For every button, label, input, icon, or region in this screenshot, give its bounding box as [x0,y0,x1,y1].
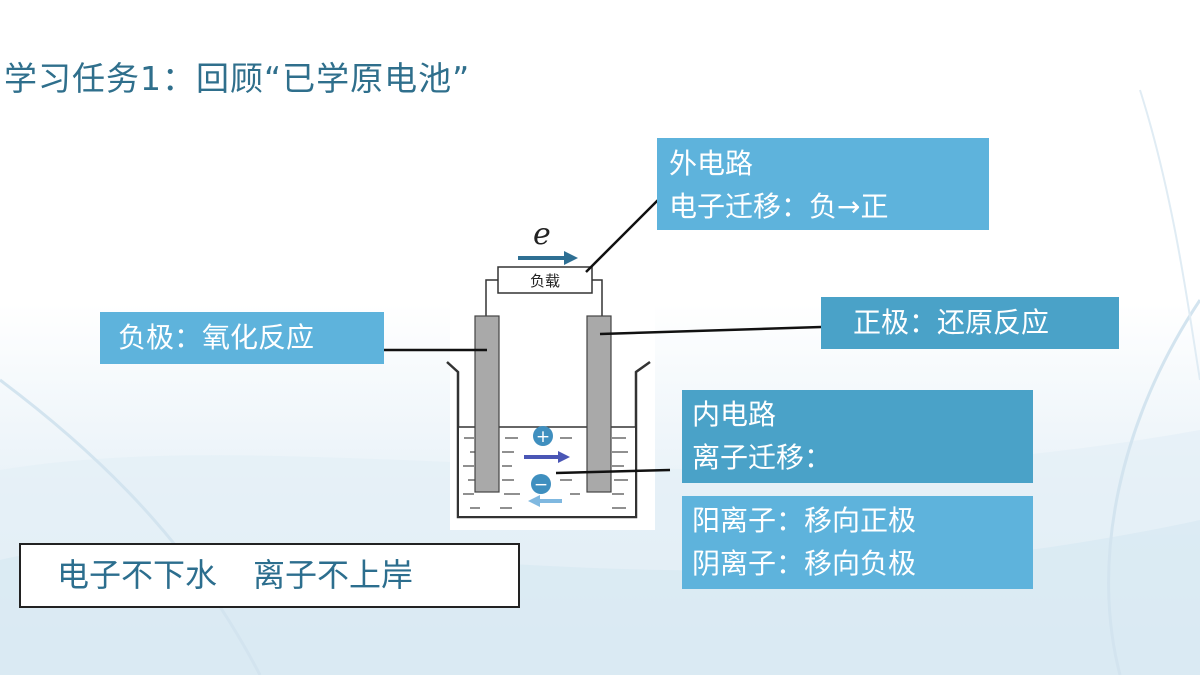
callout-line-outer [585,195,663,273]
load-label: 负载 [530,272,560,290]
external-wire [485,279,603,318]
inner-circuit-text: 离子迁移： [692,441,833,474]
anion-icon [531,474,551,494]
slogan-part-1: 电子不下水 [57,556,218,594]
anion-symbol: − [534,475,548,495]
slogan-box: 电子不下水离子不上岸 [19,543,520,608]
negative-electrode-label: 负极：氧化反应 [118,321,315,354]
negative-electrode-box: 负极：氧化反应 [100,312,384,364]
inner-circuit-heading: 内电路 [692,398,777,431]
outer-circuit-heading: 外电路 [669,147,754,180]
cation-migration-text: 阳离子：移向正极 [692,504,917,537]
inner-circuit-box: 内电路 离子迁移： [682,390,1033,483]
positive-electrode-box: 正极：还原反应 [821,297,1119,349]
cation-arrow-head [558,451,570,463]
negative-electrode-rod [474,315,500,493]
cation-symbol: + [536,427,550,447]
slogan-part-2: 离子不上岸 [253,556,414,594]
cation-icon [533,426,553,446]
anion-migration-text: 阴离子：移向负极 [692,547,917,580]
beaker [446,360,651,519]
callout-line-positive [599,325,822,336]
load-box [497,266,593,294]
positive-electrode-rod [586,315,612,493]
ion-migration-box: 阳离子：移向正极 阴离子：移向负极 [682,496,1033,589]
callout-line-inner [555,468,671,475]
solution-hatching [463,437,628,509]
positive-electrode-label: 正极：还原反应 [853,306,1050,339]
outer-circuit-text: 电子迁移：负→正 [669,190,889,223]
electron-arrow-head [564,251,578,265]
anion-arrow-head [528,495,540,507]
outer-circuit-box: 外电路 电子迁移：负→正 [657,138,989,230]
electron-symbol: e [533,217,551,252]
page-title: 学习任务1：回顾“已学原电池” [4,59,471,98]
